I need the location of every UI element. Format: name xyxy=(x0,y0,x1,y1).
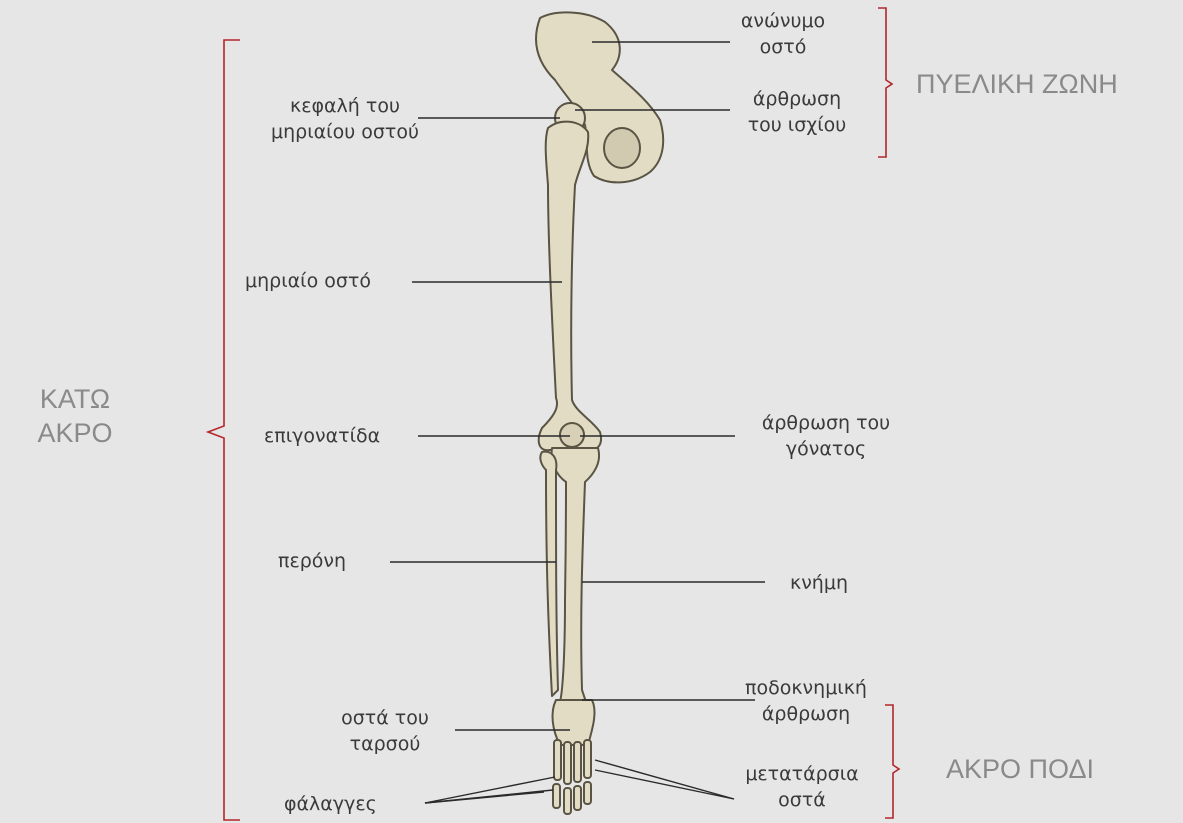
label-patella: επιγονατίδα xyxy=(264,423,380,449)
leg-skeleton xyxy=(536,12,663,814)
label-metatarsals: μετατάρσια οστά xyxy=(722,761,882,813)
label-tarsal-bones: οστά του ταρσού xyxy=(315,705,455,757)
label-tibia: κνήμη xyxy=(790,570,848,596)
fibula-bone xyxy=(540,452,558,696)
phalanx-bone-4 xyxy=(584,782,591,804)
patella-bone xyxy=(560,423,584,447)
phalanx-bone-3 xyxy=(574,786,581,810)
label-knee-joint: άρθρωση του γόνατος xyxy=(726,410,926,462)
phalanx-bone-1 xyxy=(553,784,560,808)
lower-limb-bracket xyxy=(208,40,240,820)
metatarsal-bone-1 xyxy=(554,740,561,780)
label-anonymous-bone: ανώνυμο οστό xyxy=(723,8,843,60)
group-label-lower-limb: ΚΑΤΩ ΑΚΡΟ xyxy=(15,382,135,450)
metatarsal-bone-4 xyxy=(584,740,591,778)
tibia-bone xyxy=(552,448,599,702)
label-femur: μηριαίο οστό xyxy=(245,268,371,294)
metatarsal-bone-3 xyxy=(574,742,581,782)
label-fibula: περόνη xyxy=(278,548,346,574)
phalanx-bone-2 xyxy=(564,788,571,814)
metatarsal-bone-2 xyxy=(564,742,571,784)
group-label-pelvic-girdle: ΠΥΕΛΙΚΗ ΖΩΝΗ xyxy=(916,67,1118,101)
label-ankle-joint: ποδοκνημική άρθρωση xyxy=(716,675,896,727)
tarsal-bone xyxy=(553,700,595,745)
obturator-foramen xyxy=(604,128,640,168)
group-label-foot: ΑΚΡΟ ΠΟΔΙ xyxy=(946,752,1094,786)
pelvic-girdle-bracket xyxy=(878,8,892,157)
label-hip-joint: άρθρωση του ισχίου xyxy=(727,86,867,138)
label-phalanges: φάλαγγες xyxy=(284,791,377,817)
label-femur-head: κεφαλή του μηριαίου οστού xyxy=(255,93,435,145)
